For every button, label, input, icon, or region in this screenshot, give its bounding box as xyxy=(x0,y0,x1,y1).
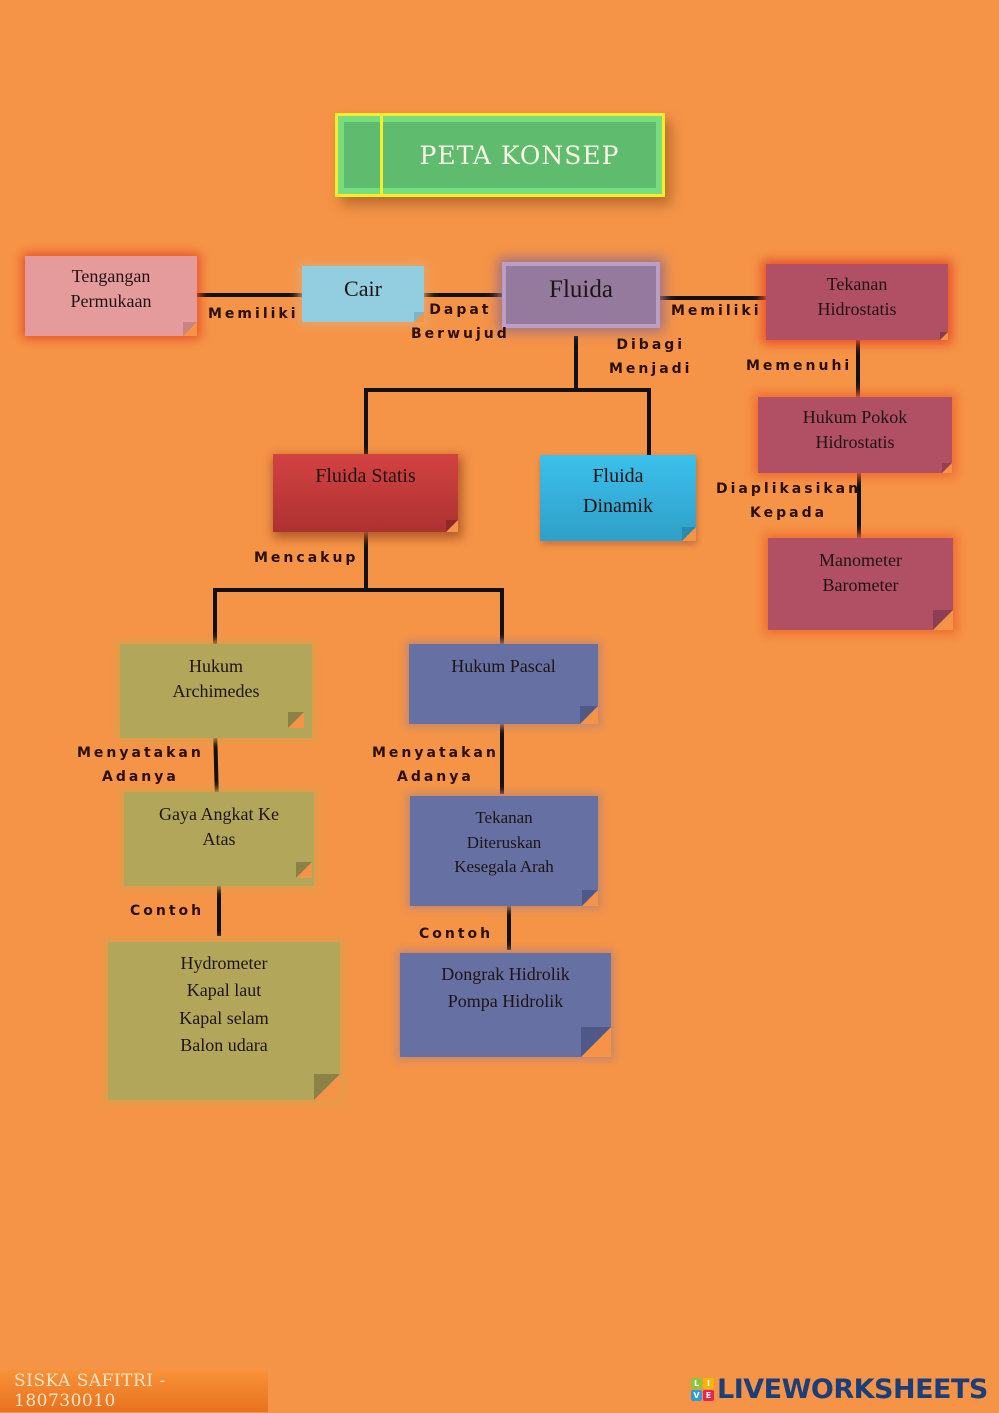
connector-line xyxy=(857,472,861,540)
title-banner: PETA KONSEP xyxy=(335,113,665,197)
label-dibagi-menjadi: Dibagi Menjadi xyxy=(609,337,693,377)
connector-line xyxy=(856,340,860,398)
node-text: Tekanan xyxy=(826,274,888,294)
node-text: Dongrak Hidrolik xyxy=(441,964,570,984)
connector-line xyxy=(197,293,302,297)
connector-line xyxy=(574,336,578,391)
connector-line xyxy=(213,588,503,592)
node-text: Kapal selam xyxy=(179,1007,269,1028)
node-text: Kesegala Arah xyxy=(454,857,554,877)
author-credit: SISKA SAFITRI - 180730010 xyxy=(0,1370,268,1412)
node-text: Fluida xyxy=(549,276,613,303)
node-text: Hukum xyxy=(189,656,243,676)
connector-line xyxy=(424,293,502,297)
node-text: Kapal laut xyxy=(186,980,262,1001)
liveworksheets-logo[interactable]: L I V E LIVEWORKSHEETS xyxy=(691,1373,988,1405)
connector-line xyxy=(647,388,651,456)
label-dapat-berwujud: Dapat Berwujud xyxy=(411,302,510,342)
node-fluida: Fluida xyxy=(502,262,660,328)
connector-line xyxy=(507,904,511,950)
node-text: Hidrostatis xyxy=(815,432,895,453)
brand-name: LIVEWORKSHEETS xyxy=(717,1373,988,1405)
node-text: Fluida xyxy=(592,465,644,487)
node-text: Archimedes xyxy=(172,681,260,702)
connector-line xyxy=(500,588,504,646)
node-text: Dinamik xyxy=(583,495,653,517)
node-text: Atas xyxy=(202,829,236,850)
title-divider xyxy=(380,116,383,194)
node-gaya-angkat: Gaya Angkat Ke Atas xyxy=(124,792,314,886)
label-menyatakan-adanya: Menyatakan Adanya xyxy=(77,745,204,785)
node-tegangan-permukaan: Tengangan Permukaan xyxy=(25,256,197,336)
connector-line xyxy=(364,388,368,454)
node-text: Hydrometer xyxy=(180,953,268,973)
label-memenuhi: Memenuhi xyxy=(746,358,853,374)
node-text: Fluida Statis xyxy=(315,465,416,487)
connector-line xyxy=(500,722,504,794)
node-manometer-barometer: Manometer Barometer xyxy=(768,538,953,630)
node-fluida-statis: Fluida Statis xyxy=(273,454,458,532)
node-tekanan-diteruskan: Tekanan Diteruskan Kesegala Arah xyxy=(410,796,598,906)
node-text: Hukum Pokok xyxy=(802,407,908,427)
node-text: Hukum Pascal xyxy=(451,656,556,676)
label-contoh: Contoh xyxy=(130,903,205,919)
node-text: Permukaan xyxy=(70,291,152,312)
node-hukum-pascal: Hukum Pascal xyxy=(409,644,598,724)
label-mencakup: Mencakup xyxy=(254,550,359,566)
node-text: Balon udara xyxy=(180,1035,268,1056)
node-text: Gaya Angkat Ke xyxy=(159,804,279,824)
node-text: Pompa Hidrolik xyxy=(447,991,564,1011)
connector-line xyxy=(364,388,651,392)
connector-line xyxy=(217,886,221,936)
node-hukum-archimedes: Hukum Archimedes xyxy=(120,644,312,738)
live-badge-icon: L I V E xyxy=(691,1377,714,1401)
connector-line xyxy=(364,531,368,591)
connector-line xyxy=(660,296,766,300)
node-text: Tekanan xyxy=(475,808,533,827)
node-text: Diteruskan xyxy=(466,832,542,852)
node-text: Cair xyxy=(344,276,382,301)
label-memiliki: Memiliki xyxy=(208,306,299,322)
node-text: Tengangan xyxy=(71,266,151,286)
label-menyatakan-adanya: Menyatakan Adanya xyxy=(372,745,499,785)
page-title: PETA KONSEP xyxy=(419,140,620,170)
node-hukum-pokok-hidrostatis: Hukum Pokok Hidrostatis xyxy=(758,397,952,473)
node-fluida-dinamik: Fluida Dinamik xyxy=(540,455,696,541)
node-contoh-archimedes: Hydrometer Kapal laut Kapal selam Balon … xyxy=(108,942,340,1100)
node-text: Manometer xyxy=(819,550,902,570)
label-memiliki: Memiliki xyxy=(671,303,762,319)
node-contoh-pascal: Dongrak Hidrolik Pompa Hidrolik xyxy=(400,953,611,1057)
label-contoh: Contoh xyxy=(419,926,494,942)
node-tekanan-hidrostatis: Tekanan Hidrostatis xyxy=(766,264,948,340)
connector-line xyxy=(213,735,219,793)
node-text: Hidrostatis xyxy=(817,299,897,320)
connector-line xyxy=(213,588,217,646)
node-cair: Cair xyxy=(302,266,424,322)
label-diaplikasikan-kepada: Diaplikasikan Kepada xyxy=(716,481,862,521)
node-text: Barometer xyxy=(822,575,899,596)
